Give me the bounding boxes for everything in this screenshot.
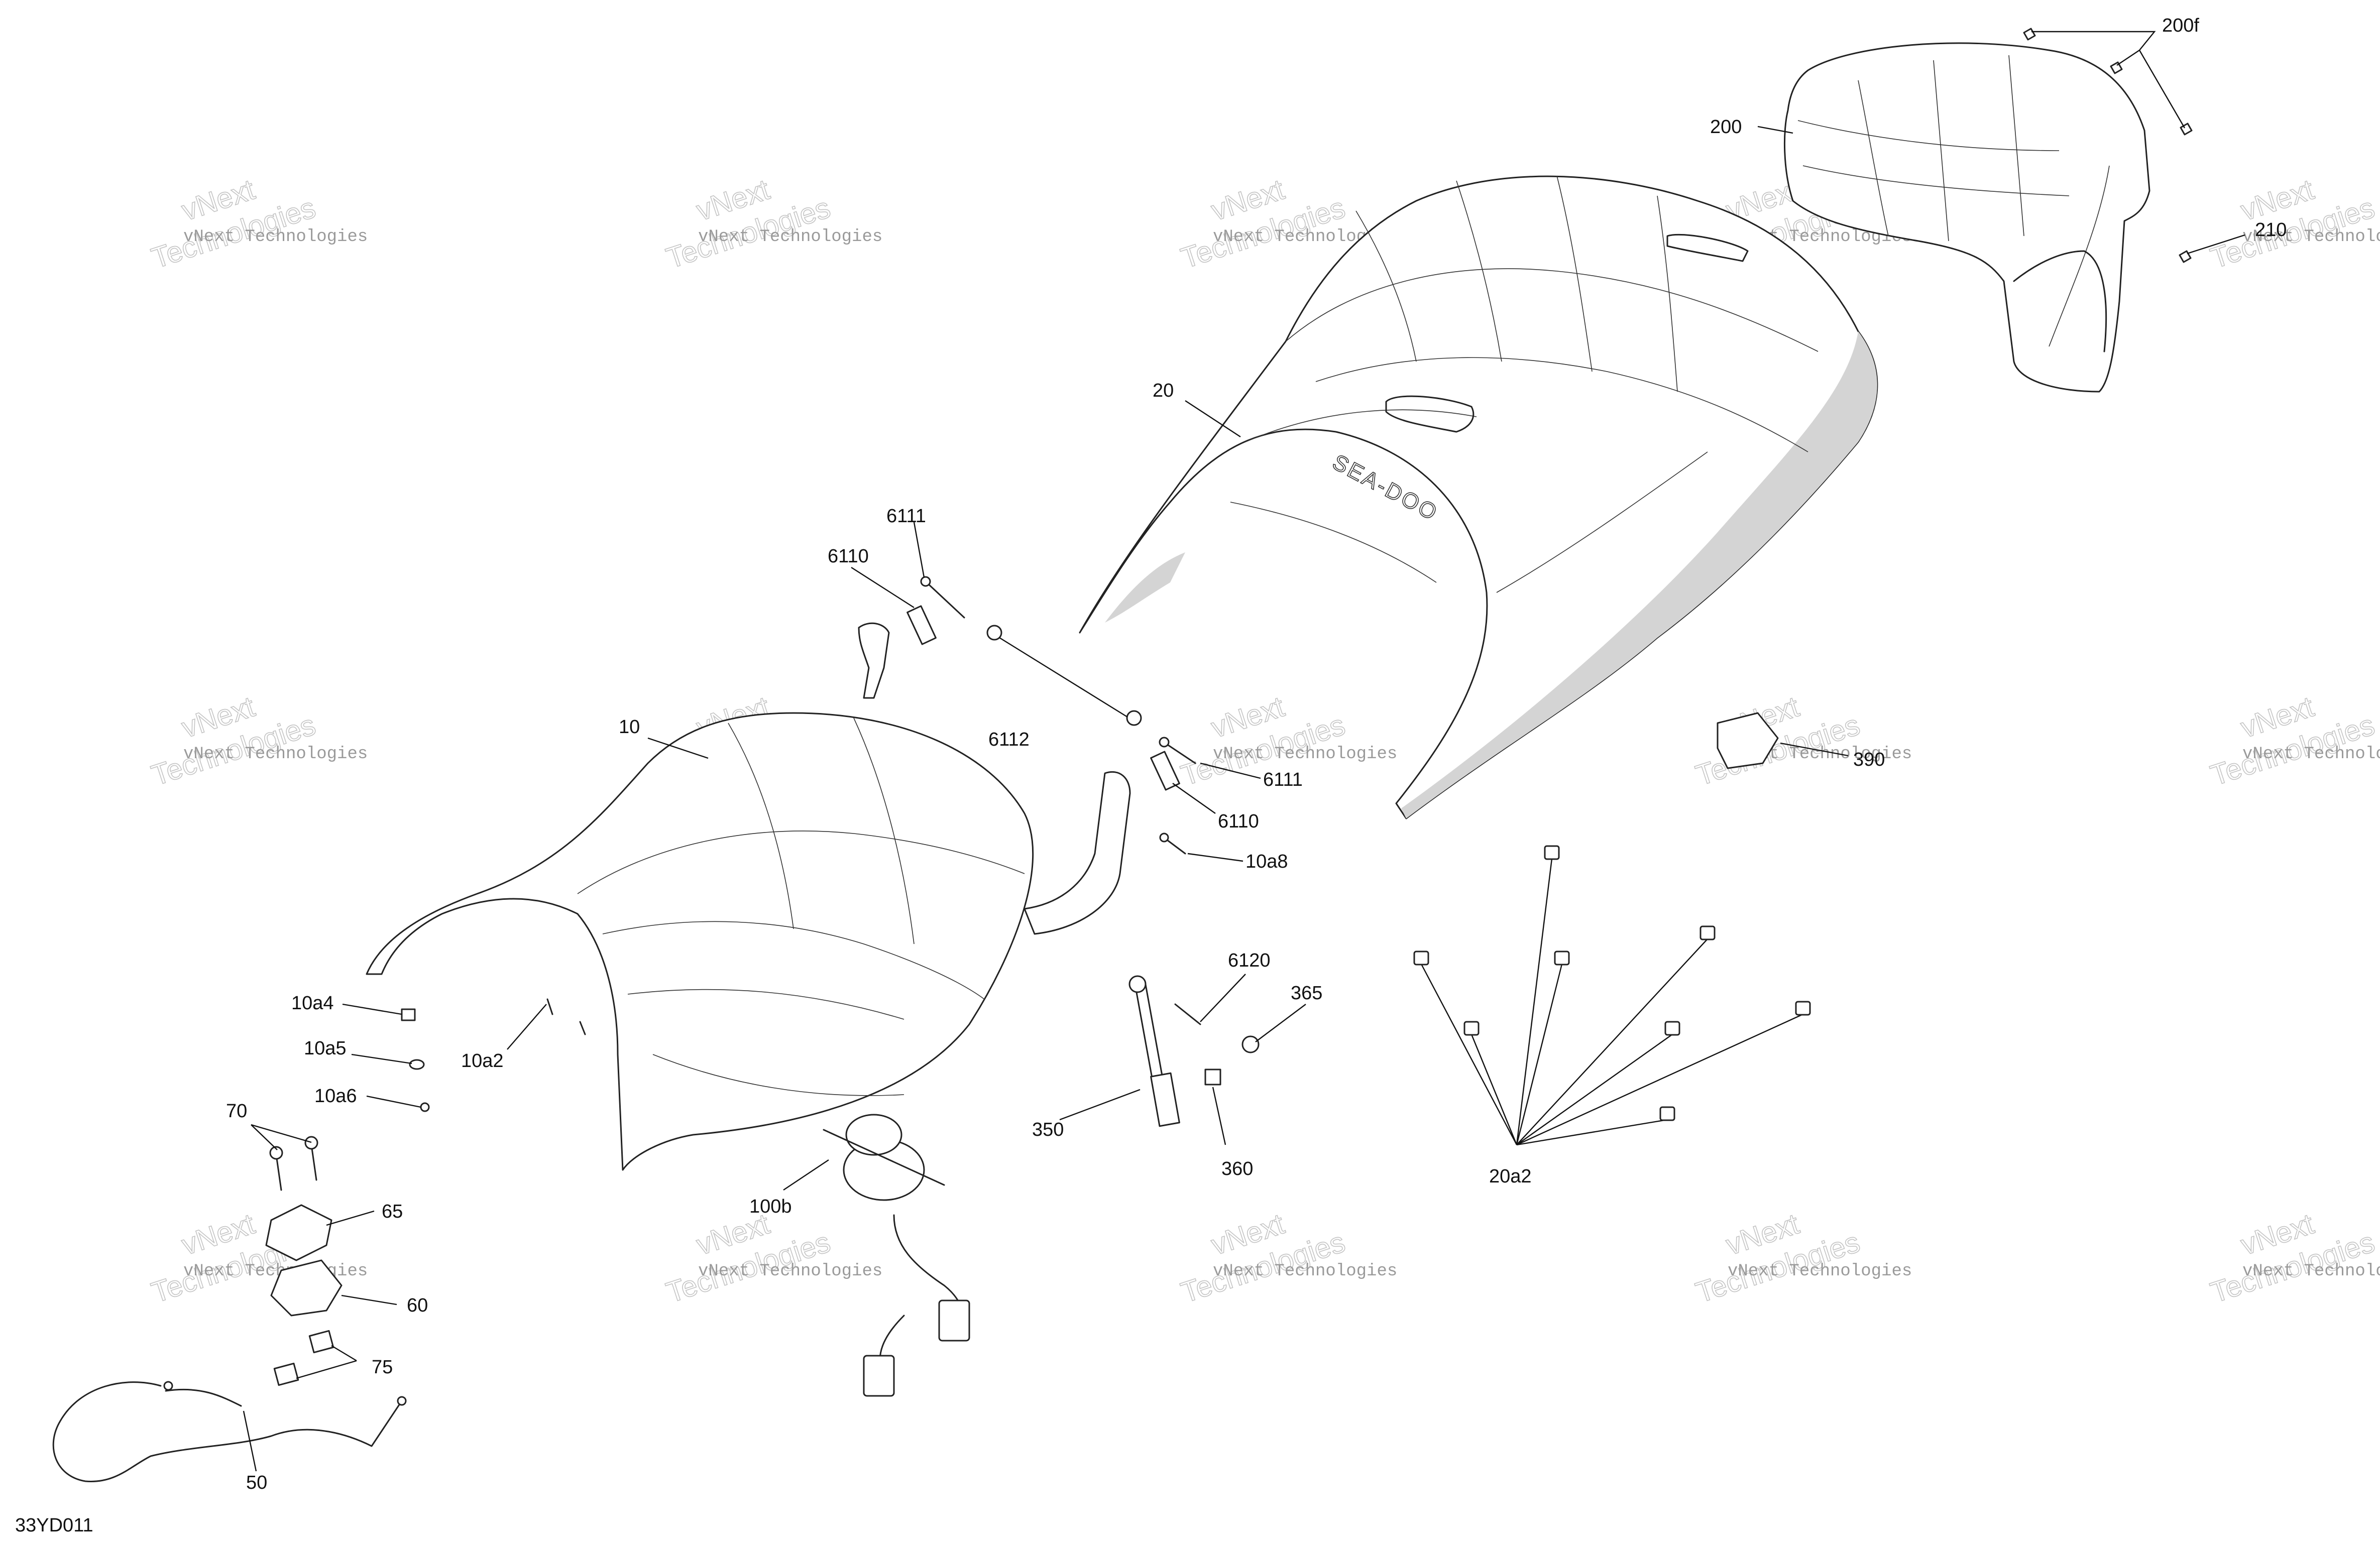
callout-6110-top: 6110	[828, 546, 869, 567]
callout-10a2: 10a2	[461, 1050, 504, 1072]
screws-70[interactable]	[269, 1136, 318, 1191]
callout-10a8: 10a8	[1245, 851, 1288, 872]
watermark-text: vNext Technologies	[2242, 227, 2380, 247]
callout-60: 60	[407, 1295, 428, 1316]
bushings-6110[interactable]	[906, 605, 1180, 791]
callout-350: 350	[1032, 1119, 1064, 1140]
callout-6112: 6112	[988, 729, 1030, 750]
watermark-text: vNext Technologies	[1728, 1262, 1912, 1281]
callout-210: 210	[2255, 219, 2287, 241]
latch-60[interactable]	[270, 1259, 343, 1317]
bolts-6111[interactable]	[920, 576, 1196, 764]
callout-20a2: 20a2	[1489, 1166, 1532, 1187]
callout-70: 70	[226, 1101, 247, 1122]
watermark-text: vNext Technologies	[1213, 1262, 1397, 1281]
studs-20a2[interactable]	[1413, 845, 1811, 1146]
watermark-text: vNext Technologies	[183, 1262, 368, 1281]
watermark-text: vNext Technologies	[2242, 1262, 2380, 1281]
backrest-part-200[interactable]	[1783, 42, 2150, 393]
callout-labels: 200f 200 210 20 6111 6110 6112 10 6111 6…	[226, 15, 2287, 1493]
callout-390: 390	[1853, 749, 1885, 770]
watermark-text: vNext Technologies	[2242, 745, 2380, 764]
callout-360: 360	[1221, 1158, 1253, 1179]
callout-6111-top: 6111	[886, 506, 926, 527]
screws-200f[interactable]	[2023, 28, 2193, 263]
watermark-text: vNext Technologies	[183, 745, 368, 764]
callout-365: 365	[1291, 983, 1322, 1004]
watermark-text: vNext Technologies	[1213, 745, 1397, 764]
drawing-code: 33YD011	[15, 1515, 93, 1536]
leader-lines	[243, 31, 2245, 1472]
cable-50[interactable]	[52, 1381, 407, 1482]
gas-strut-350[interactable]	[1128, 975, 1180, 1127]
screw-10a8[interactable]	[1159, 833, 1186, 855]
seat-part-20[interactable]	[1079, 175, 1878, 819]
hardware-6120-360-365[interactable]	[1174, 1003, 1260, 1086]
seat-part-10[interactable]	[366, 622, 1131, 1171]
callout-65: 65	[382, 1201, 403, 1222]
callout-200f: 200f	[2162, 15, 2199, 36]
callout-6110-mid: 6110	[1218, 811, 1259, 832]
callout-100b: 100b	[749, 1196, 792, 1217]
watermark-text: vNext Technologies	[698, 1262, 882, 1281]
watermark-text: vNext Technologies	[698, 227, 882, 247]
nuts-6112[interactable]	[986, 625, 1142, 726]
callout-75: 75	[372, 1357, 393, 1378]
callout-6120: 6120	[1228, 950, 1271, 971]
callout-50: 50	[246, 1472, 267, 1493]
clips-75[interactable]	[273, 1330, 334, 1386]
callout-10: 10	[619, 717, 640, 738]
callout-6111-mid: 6111	[1263, 769, 1303, 790]
watermark-text: vNext Technologies	[183, 227, 368, 247]
sensor-100b[interactable]	[823, 1114, 970, 1397]
callout-20: 20	[1153, 380, 1174, 401]
clips-10a-series[interactable]	[401, 998, 586, 1112]
latch-390[interactable]	[1717, 712, 1779, 769]
callout-10a4: 10a4	[291, 993, 334, 1014]
callout-10a6: 10a6	[314, 1086, 357, 1107]
bracket-65[interactable]	[265, 1204, 332, 1261]
callout-10a5: 10a5	[304, 1038, 347, 1059]
callout-200: 200	[1710, 116, 1742, 138]
